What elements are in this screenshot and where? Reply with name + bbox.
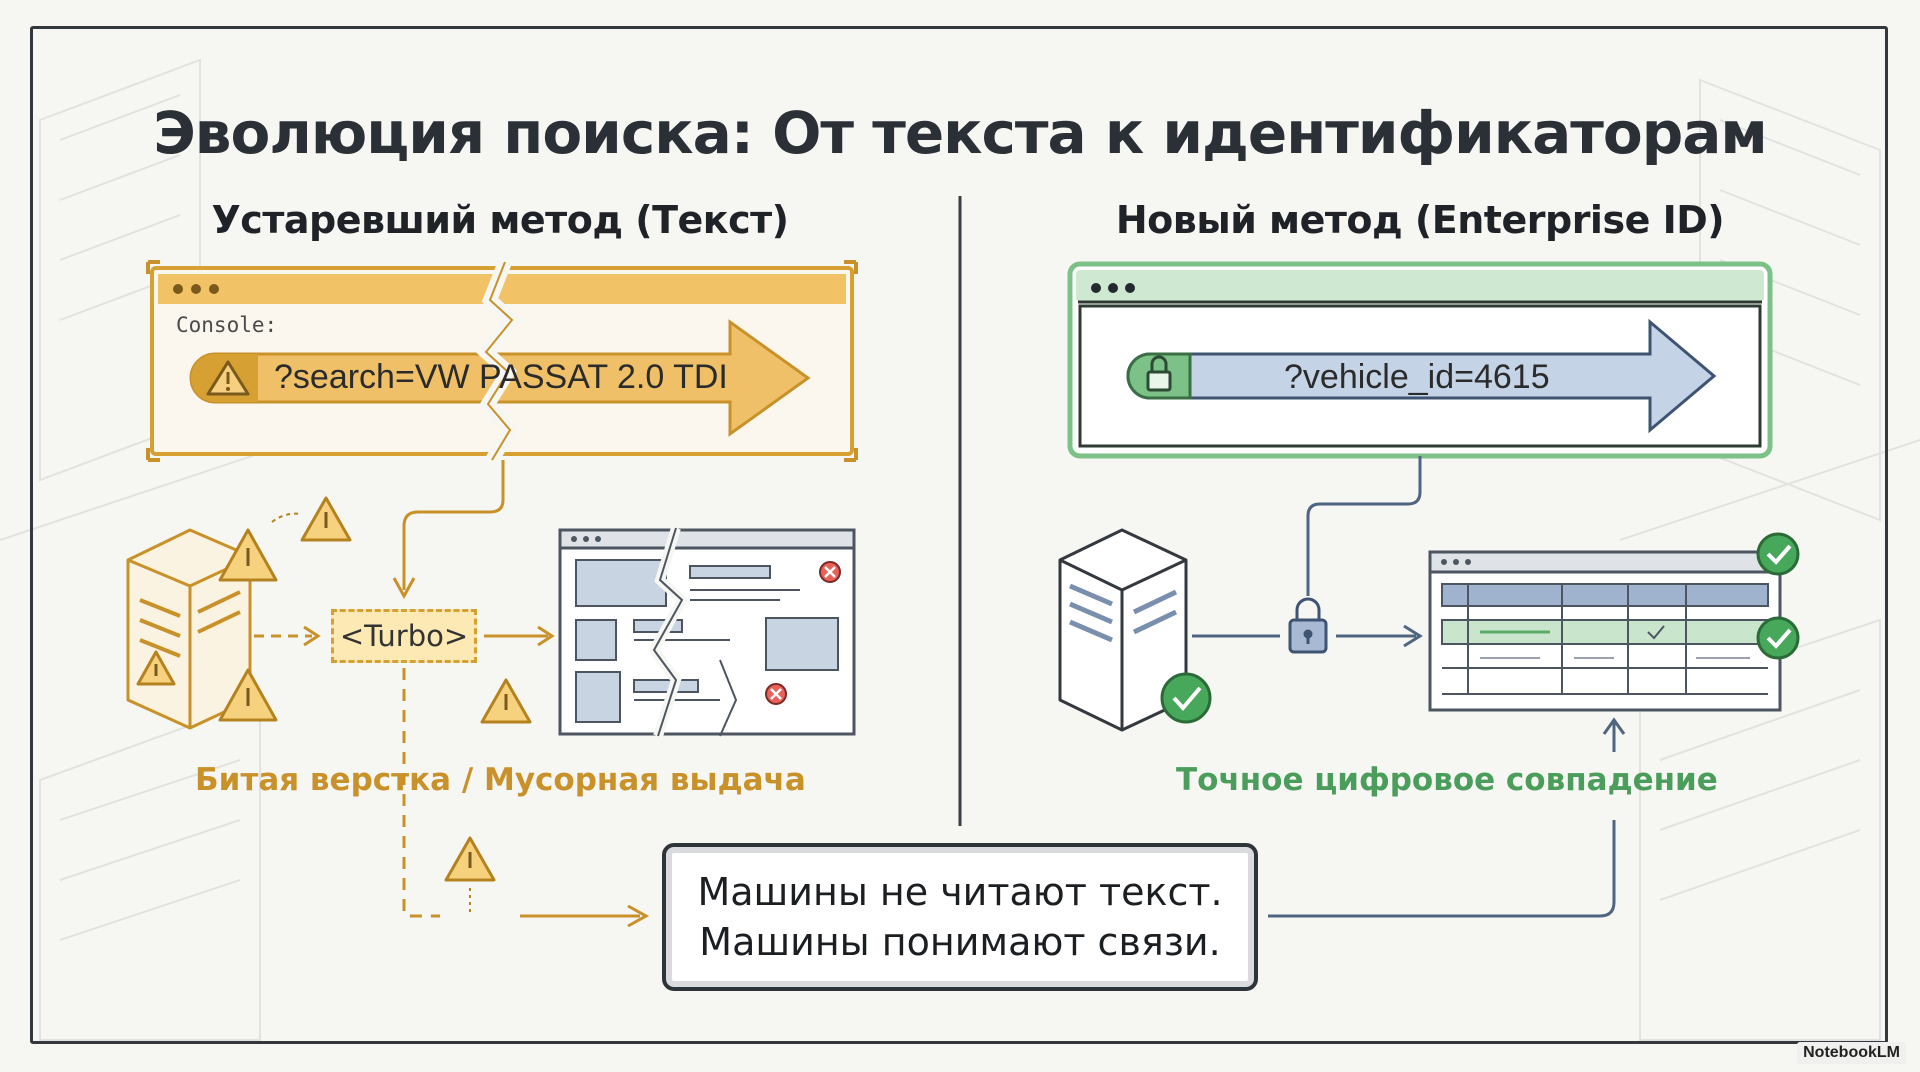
lock-icon bbox=[1146, 355, 1172, 392]
conclusion-box: Машины не читают текст. Машины понимают … bbox=[662, 843, 1258, 991]
legacy-connector bbox=[402, 460, 505, 590]
slide-frame bbox=[30, 26, 1888, 1044]
check-icon bbox=[1756, 532, 1800, 576]
window-dot bbox=[191, 284, 201, 294]
conclusion-line-2: Машины понимают связи. bbox=[699, 920, 1221, 964]
warning-icon bbox=[206, 360, 250, 396]
legacy-caption: Битая верстка / Мусорная выдача bbox=[195, 762, 806, 798]
lock-icon bbox=[1288, 597, 1328, 654]
modern-query-text: ?vehicle_id=4615 bbox=[1284, 358, 1550, 396]
server-icon bbox=[1058, 528, 1188, 732]
error-icon bbox=[765, 683, 787, 705]
check-icon bbox=[1160, 672, 1212, 724]
modern-heading: Новый метод (Enterprise ID) bbox=[1115, 198, 1725, 242]
check-icon bbox=[1756, 616, 1800, 660]
window-dot bbox=[173, 284, 183, 294]
modern-caption: Точное цифровое совпадение bbox=[1176, 762, 1718, 798]
error-icon bbox=[819, 561, 841, 583]
turbo-middleware: <Turbo> bbox=[331, 609, 477, 663]
broken-page-icon bbox=[558, 526, 856, 738]
legacy-query-text: ?search=VW PASSAT 2.0 TDI bbox=[274, 358, 728, 396]
legacy-heading: Устаревший метод (Текст) bbox=[211, 198, 790, 242]
modern-connector bbox=[1306, 456, 1422, 596]
modern-return-path bbox=[1268, 820, 1616, 918]
page-title: Эволюция поиска: От текста к идентификат… bbox=[153, 98, 1768, 167]
window-dot bbox=[209, 284, 219, 294]
notebooklm-watermark: NotebookLM bbox=[1797, 1042, 1906, 1064]
conclusion-line-1: Машины не читают текст. bbox=[697, 870, 1223, 914]
console-label: Console: bbox=[176, 313, 278, 337]
table-icon bbox=[1428, 550, 1782, 712]
